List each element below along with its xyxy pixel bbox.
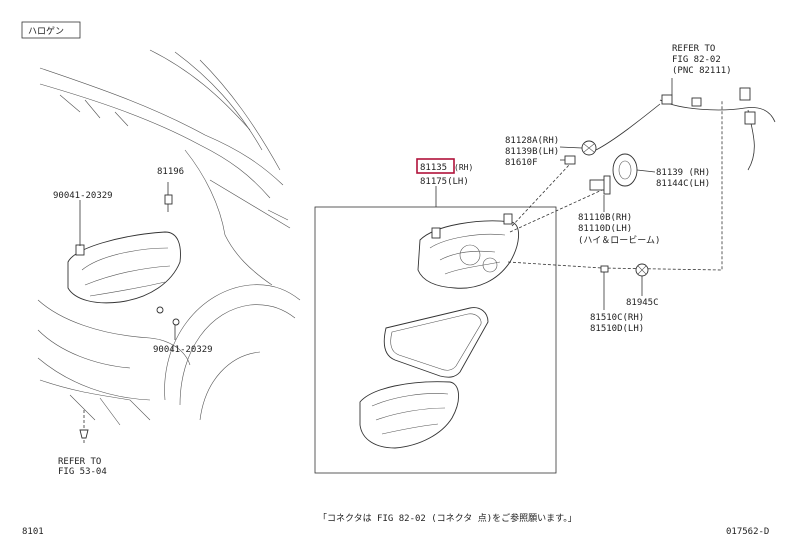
callout-81175: 81175(LH) <box>420 177 469 187</box>
callout-81128a: 81128A(RH) <box>505 136 559 146</box>
callout-90041-top: 90041-20329 <box>53 191 113 201</box>
callout-90041-bottom: 90041-20329 <box>153 345 213 355</box>
headlamp-lens <box>359 381 459 449</box>
part-81139-grommet <box>612 153 638 187</box>
vehicle-front-illustration <box>37 49 301 445</box>
refer-fig82-line1: REFER TO <box>672 44 715 54</box>
callout-81510c: 81510C(RH) <box>590 313 644 323</box>
part-81610f-bulb <box>564 155 576 165</box>
callout-hi-lo-beam: (ハイ＆ロービーム) <box>578 235 660 246</box>
headlamp-unit <box>417 213 519 289</box>
callout-81139: 81139 (RH) <box>656 168 710 178</box>
footer-right-code: 017562-D <box>726 527 769 537</box>
highlight-81135 <box>416 158 455 174</box>
assembly-frame <box>314 206 557 474</box>
callout-81139b: 81139B(LH) <box>505 147 559 157</box>
footer-left-code: 8101 <box>22 527 44 537</box>
variant-label: ハロゲン <box>28 25 64 37</box>
callout-81610f: 81610F <box>505 158 538 168</box>
part-81128a-socket <box>581 140 597 156</box>
callout-81110d: 81110D(LH) <box>578 224 632 234</box>
callout-81135: 81135 <box>420 163 447 173</box>
callout-81144c: 81144C(LH) <box>656 179 710 189</box>
part-81945c-socket <box>635 263 649 277</box>
callout-81110b: 81110B(RH) <box>578 213 632 223</box>
callout-81196: 81196 <box>157 167 184 177</box>
callout-81135-side: (RH) <box>454 163 473 172</box>
refer-fig82-line3: (PNC 82111) <box>672 66 732 76</box>
callout-81510d: 81510D(LH) <box>590 324 644 334</box>
refer-fig82-line2: FIG 82-02 <box>672 55 721 65</box>
lens-gasket <box>383 307 489 378</box>
part-81510c-bulb <box>600 265 609 273</box>
footer-note: 「コネクタは FIG 82-02 (コネクタ 点)をご参照願います。」 <box>318 512 577 524</box>
variant-label-box: ハロゲン <box>21 21 81 39</box>
part-81196-clip <box>164 194 173 212</box>
part-81110b-bulb <box>589 175 611 195</box>
refer-fig53-line1: REFER TO <box>58 457 101 467</box>
wiring-harness <box>595 87 776 171</box>
refer-fig53-line2: FIG 53-04 <box>58 467 107 477</box>
callout-81945c: 81945C <box>626 298 659 308</box>
